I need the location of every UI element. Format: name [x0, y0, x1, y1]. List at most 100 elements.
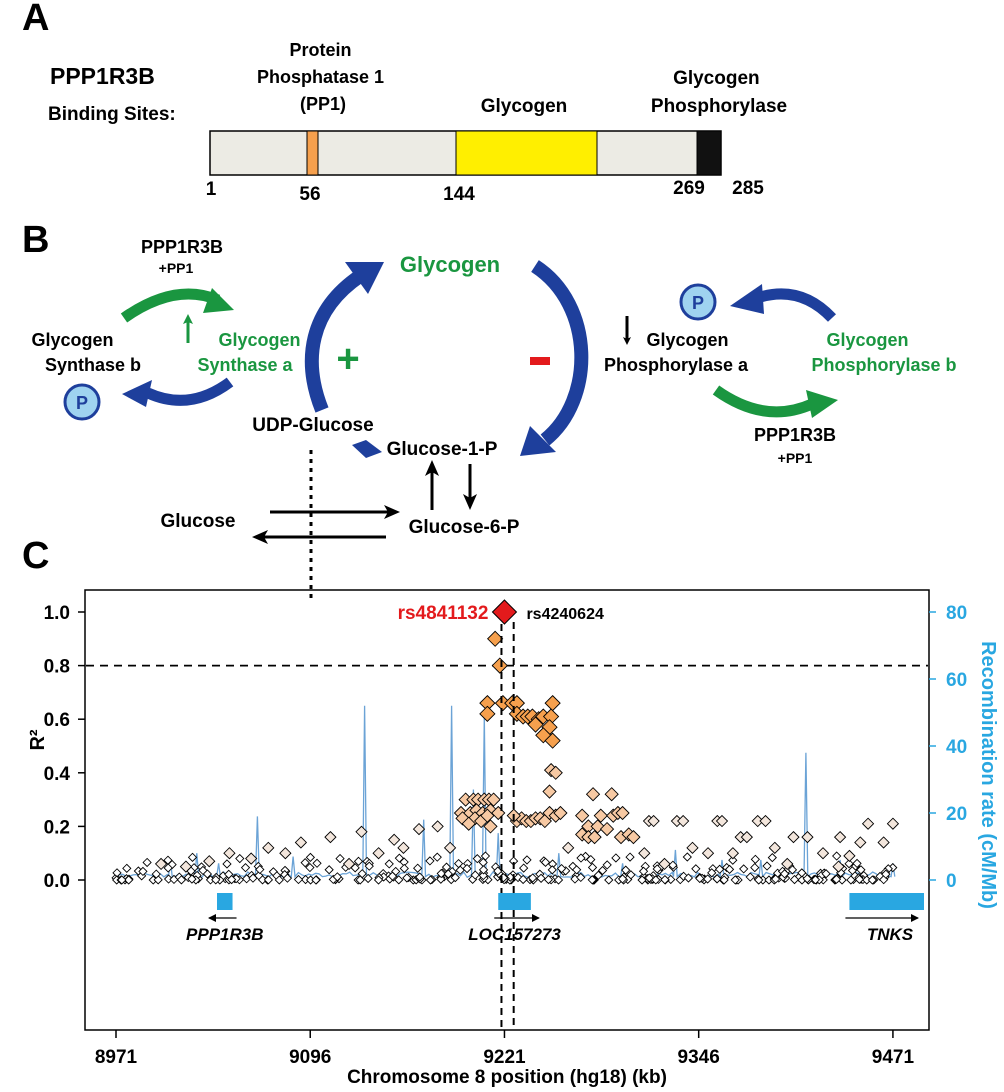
snp-marker-baseline: [478, 870, 488, 881]
phosphate-label-left: P: [76, 393, 88, 413]
snp-marker-low-ld: [759, 814, 772, 828]
snp-marker-baseline: [332, 872, 342, 882]
snp-marker-baseline: [300, 858, 310, 868]
snp-marker-high-ld: [535, 727, 552, 744]
snp-marker-baseline: [821, 869, 831, 879]
glycogen-phosphorylase-b: Glycogen Phosphorylase b: [811, 330, 956, 375]
snp-marker-baseline: [394, 853, 405, 863]
snp-marker-low-ld: [388, 833, 401, 846]
snp-marker-baseline: [587, 862, 598, 873]
gene-box-tnks: [849, 893, 924, 910]
snp-marker-baseline: [478, 865, 489, 875]
snp-marker-baseline: [519, 863, 529, 873]
ppp1r3b-pp1-left-label: PPP1R3B: [141, 237, 223, 257]
snp-marker-baseline: [472, 854, 482, 864]
udp-glucose-arrow-tail: [352, 440, 382, 458]
snp-marker-mid-ld: [455, 811, 470, 826]
snp-marker-baseline: [528, 873, 538, 883]
snp-marker-low-ld: [443, 841, 457, 854]
snp-marker-baseline: [553, 875, 564, 885]
y-ticks: 0.00.20.40.60.81.0: [44, 603, 85, 892]
y2-tick-label: 20: [946, 804, 967, 825]
x-tick-label: 9346: [678, 1047, 720, 1068]
snp-marker-low-ld: [294, 836, 308, 849]
snp-marker-baseline: [695, 873, 705, 884]
snp-marker-baseline: [832, 851, 842, 861]
snp-marker-low-ld: [715, 814, 729, 828]
snp-marker-baseline: [151, 869, 161, 879]
snp-marker-baseline: [587, 875, 597, 885]
snp-marker-baseline: [480, 851, 491, 861]
snp-marker-low-ld: [787, 830, 800, 844]
glycogen-synthase-a: Glycogen Synthase a: [197, 330, 305, 375]
position-label: 56: [299, 184, 320, 205]
x-tick-label: 9221: [483, 1047, 526, 1068]
panel-c-letter: C: [22, 535, 49, 577]
blue-inactivation-arrow-right: [755, 288, 837, 322]
snp-marker-low-ld: [647, 814, 660, 828]
snp-marker-baseline: [867, 875, 878, 885]
snp-marker-baseline: [543, 874, 554, 885]
snp-marker-baseline: [652, 864, 662, 874]
panel-c: C R² Recombination rate (cM/Mb) Chromoso…: [22, 535, 999, 1088]
snp-marker-baseline: [637, 875, 647, 885]
snp-marker-baseline: [779, 869, 790, 879]
synthase-a-line: Glycogen: [218, 330, 300, 350]
glucose-label: Glucose: [161, 511, 236, 532]
snp-marker-baseline: [335, 853, 345, 864]
gene-label: LOC157273: [468, 925, 561, 944]
snp-marker-baseline: [518, 874, 528, 885]
lead-snp-layer: [491, 599, 518, 1030]
green-activation-arrowhead-left: [203, 288, 234, 313]
minus-sign: [530, 357, 550, 365]
snp-marker-low-ld: [726, 847, 740, 860]
snp-marker-baseline: [255, 864, 265, 875]
recombination-rate-line: [116, 705, 896, 879]
glycogen-phosphorylase-a: Glycogen Phosphorylase a: [604, 330, 749, 375]
snp-marker-baseline: [789, 874, 800, 885]
pp1-site-label-line: (PP1): [300, 94, 346, 114]
snp-marker-baseline: [305, 852, 316, 863]
snp-marker-baseline: [750, 862, 760, 873]
snp-marker-low-ld: [781, 857, 794, 871]
lead-snp-marker: [491, 599, 518, 625]
snp-marker-baseline: [138, 866, 148, 877]
snp-marker-baseline: [802, 874, 812, 884]
snp-marker-baseline: [846, 875, 856, 885]
snp-marker-low-ld: [262, 841, 275, 854]
snp-marker-baseline: [844, 859, 854, 869]
snp-marker-mid-ld: [626, 829, 641, 845]
phosphate-badge-left: [63, 383, 101, 421]
snp-marker-baseline: [611, 853, 621, 863]
snp-marker-low-ld: [877, 836, 890, 849]
snp-marker-mid-ld: [553, 805, 568, 821]
glycogen-site-label: Glycogen: [481, 96, 568, 117]
snp-marker-baseline: [312, 858, 322, 868]
snp-marker-baseline: [702, 874, 713, 884]
snp-marker-baseline: [222, 859, 232, 869]
snp-marker-baseline: [436, 874, 446, 884]
snp-marker-baseline: [443, 869, 453, 879]
snp-marker-baseline: [263, 875, 274, 885]
snp-marker-mid-ld: [548, 765, 563, 780]
snp-marker-baseline: [739, 864, 749, 874]
glucose-6-p-label: Glucose-6-P: [409, 517, 520, 538]
phosphorylase-binding-domain: [696, 130, 722, 176]
snp-marker-baseline: [235, 853, 245, 864]
snp-marker-baseline: [712, 874, 722, 884]
snp-marker-baseline: [450, 872, 460, 883]
snp-marker-low-ld: [832, 860, 845, 873]
snp-marker-high-ld: [527, 716, 544, 733]
snp-marker-baseline: [787, 865, 798, 875]
phosphate-badge-right: [679, 283, 717, 321]
snp-layer: [111, 630, 900, 885]
snp-marker-mid-ld: [542, 784, 557, 799]
snp-marker-baseline: [682, 852, 692, 862]
snp-marker-baseline: [248, 873, 258, 883]
snp-marker-baseline: [402, 873, 412, 883]
snp-marker-high-ld: [544, 694, 561, 712]
panel-b-letter: B: [22, 219, 49, 261]
snp-marker-baseline: [447, 866, 457, 877]
snp-marker-baseline: [626, 870, 636, 880]
